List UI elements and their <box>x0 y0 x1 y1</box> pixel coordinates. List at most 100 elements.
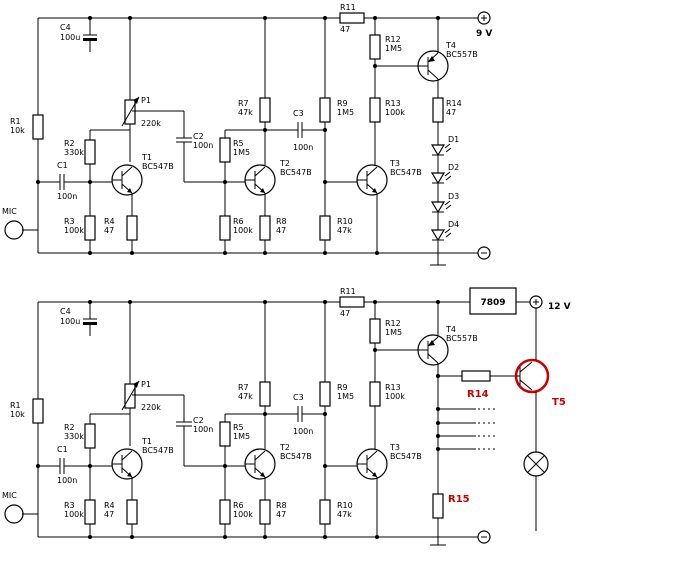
r11-value: 47 <box>340 309 350 318</box>
r9-value: 1M5 <box>337 392 354 401</box>
junction-dot <box>223 535 227 539</box>
r12-value: 1M5 <box>385 44 402 53</box>
resistor-r11 <box>339 12 365 24</box>
r13-value: 100k <box>385 392 405 401</box>
r6-value: 100k <box>233 510 253 519</box>
t4-ref: T4 <box>445 41 456 50</box>
junction-dot <box>323 535 327 539</box>
resistor-r12 <box>369 318 381 344</box>
junction-dot <box>130 535 134 539</box>
t1-value: BC547B <box>142 446 174 455</box>
c4-ref: C4 <box>60 23 71 32</box>
junction-dot <box>323 412 327 416</box>
r7-ref: R7 <box>238 383 249 392</box>
regulator-label: 7809 <box>480 298 505 308</box>
r5-value: 1M5 <box>233 148 250 157</box>
t1-ref: T1 <box>141 153 152 162</box>
led-d2 <box>430 171 452 185</box>
led-d3 <box>430 200 452 214</box>
r4-value: 47 <box>104 226 114 235</box>
r3-value: 100k <box>64 226 84 235</box>
p1-ref: P1 <box>141 96 151 105</box>
supply-label: 9 V <box>476 29 492 39</box>
microphone-icon <box>4 504 38 524</box>
r4-ref: R4 <box>104 501 115 510</box>
capacitor-c2 <box>176 137 192 143</box>
minus-terminal-icon <box>477 530 491 544</box>
t3-value: BC547B <box>390 452 422 461</box>
t2-value: BC547B <box>280 452 312 461</box>
r8-ref: R8 <box>276 217 287 226</box>
junction-dot <box>323 128 327 132</box>
transistor-t2 <box>244 448 276 480</box>
transistor-t4 <box>417 50 449 82</box>
resistor-r4 <box>126 499 138 525</box>
resistor-r2 <box>84 139 96 165</box>
regulator-7809 <box>469 287 517 315</box>
r5-ref: R5 <box>233 423 244 432</box>
r12-ref: R12 <box>385 319 401 328</box>
junction-dot <box>88 251 92 255</box>
c1-ref: C1 <box>57 161 68 170</box>
led-d1 <box>430 143 452 157</box>
capacitor-c3 <box>297 406 303 422</box>
r5-value: 1M5 <box>233 432 250 441</box>
resistor-r3 <box>84 499 96 525</box>
r9-value: 1M5 <box>337 108 354 117</box>
r13-ref: R13 <box>385 383 401 392</box>
resistor-r10 <box>319 215 331 241</box>
plus-terminal-icon <box>529 295 543 309</box>
junction-dot <box>223 251 227 255</box>
resistor-r9 <box>319 97 331 123</box>
junction-dot <box>128 300 132 304</box>
junction-dot <box>263 251 267 255</box>
r1-ref: R1 <box>10 401 21 410</box>
resistor-r2 <box>84 423 96 449</box>
resistor-r9 <box>319 381 331 407</box>
r3-ref: R3 <box>64 217 75 226</box>
r11-value: 47 <box>340 25 350 34</box>
resistor-r6 <box>219 499 231 525</box>
resistor-r5 <box>219 137 231 163</box>
c4-value: 100u <box>60 33 80 42</box>
junction-dot <box>323 251 327 255</box>
c3-ref: C3 <box>293 393 304 402</box>
c2-value: 100n <box>193 141 213 150</box>
r4-value: 47 <box>104 510 114 519</box>
t3-ref: T3 <box>389 159 400 168</box>
resistor-r4 <box>126 215 138 241</box>
c1-value: 100n <box>57 192 77 201</box>
r5-ref: R5 <box>233 139 244 148</box>
resistor-r13 <box>369 381 381 407</box>
r6-value: 100k <box>233 226 253 235</box>
c4-value: 100u <box>60 317 80 326</box>
r2-value: 330k <box>64 432 84 441</box>
r4-ref: R4 <box>104 217 115 226</box>
r12-ref: R12 <box>385 35 401 44</box>
c4-ref: C4 <box>60 307 71 316</box>
r15-label: R15 <box>448 494 470 505</box>
r11-ref: R11 <box>340 3 356 12</box>
circuit-1: C4100uR110kMICC1100nR2330kR3100kP1220kR4… <box>2 3 492 266</box>
r8-value: 47 <box>276 510 286 519</box>
r13-ref: R13 <box>385 99 401 108</box>
microphone-icon <box>4 220 38 240</box>
r12-value: 1M5 <box>385 328 402 337</box>
t2-value: BC547B <box>280 168 312 177</box>
c2-ref: C2 <box>193 416 204 425</box>
supply-label: 12 V <box>548 302 571 312</box>
r3-value: 100k <box>64 510 84 519</box>
r8-value: 47 <box>276 226 286 235</box>
transistor-t1 <box>111 448 143 480</box>
c1-ref: C1 <box>57 445 68 454</box>
r10-ref: R10 <box>337 501 353 510</box>
resistor-r14-added <box>461 370 491 382</box>
t4-value: BC557B <box>446 334 478 343</box>
p1-value: 220k <box>141 119 161 128</box>
r2-value: 330k <box>64 148 84 157</box>
r10-value: 47k <box>337 226 352 235</box>
junction-dot <box>375 535 379 539</box>
r2-ref: R2 <box>64 423 75 432</box>
resistor-r3 <box>84 215 96 241</box>
